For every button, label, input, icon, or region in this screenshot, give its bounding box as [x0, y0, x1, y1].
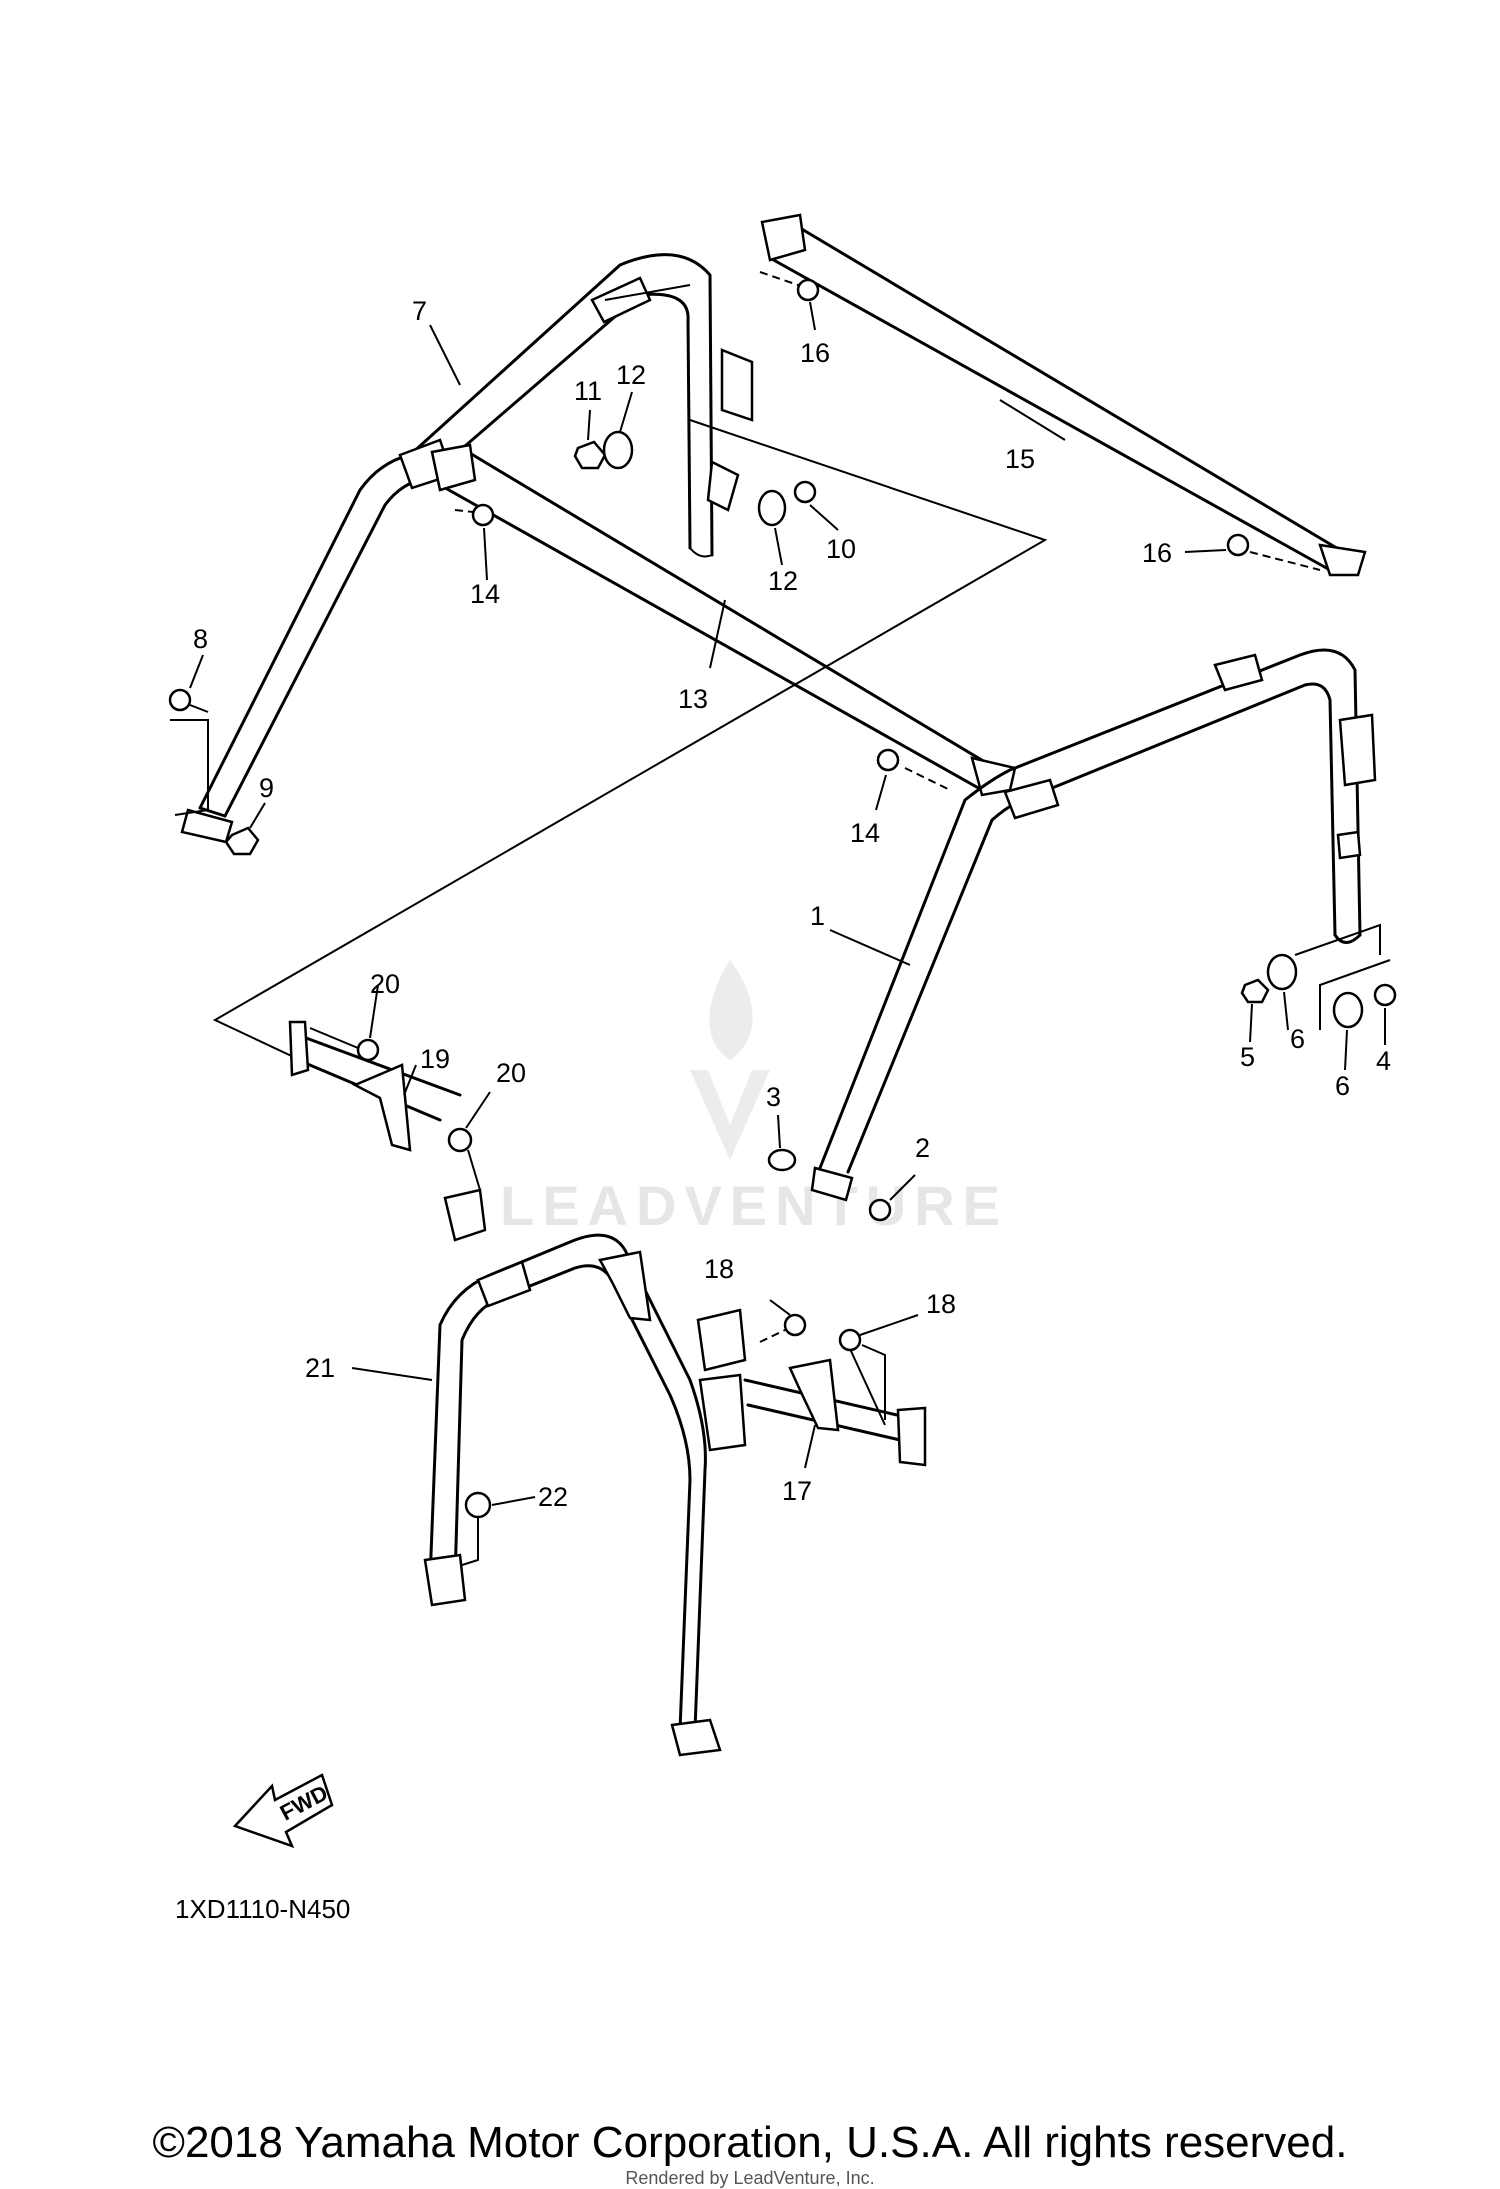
watermark-text: LEADVENTURE — [500, 1174, 1008, 1237]
bolt-14-icon — [471, 503, 495, 527]
bolt-16-icon — [796, 278, 820, 302]
side-rail-top — [760, 213, 1367, 577]
bracket-icon — [1336, 830, 1362, 860]
bracket-icon — [1213, 653, 1264, 692]
bracket-icon — [760, 213, 807, 262]
diagram-code: 1XD1110-N450 — [175, 1894, 350, 1924]
bracket-icon — [698, 1373, 747, 1452]
bracket-icon — [430, 443, 477, 492]
callout-12b: 12 — [768, 566, 798, 596]
callout-14a: 14 — [470, 579, 500, 609]
hardware — [168, 271, 1397, 1566]
gusset-icon — [788, 1358, 840, 1432]
bracket-icon — [670, 1718, 722, 1757]
washer-12-icon — [757, 489, 787, 527]
watermark: LEADVENTURE — [500, 960, 1008, 1237]
callout-15: 15 — [1005, 444, 1035, 474]
callout-16a: 16 — [800, 338, 830, 368]
callout-19: 19 — [420, 1044, 450, 1074]
gusset-icon — [598, 1250, 652, 1322]
copyright-notice: ©2018 Yamaha Motor Corporation, U.S.A. A… — [152, 2118, 1348, 2167]
callout-2: 2 — [915, 1133, 930, 1163]
bracket-icon — [443, 1188, 487, 1242]
bolt-18-icon — [783, 1313, 807, 1337]
callout-20a: 20 — [370, 969, 400, 999]
callout-7: 7 — [412, 296, 427, 326]
roll-bar-front — [423, 1233, 747, 1757]
watermark-flame-icon — [709, 960, 753, 1060]
bracket-icon — [288, 1020, 310, 1077]
bolt-10-icon — [793, 480, 817, 504]
bolt-20-icon — [447, 1127, 473, 1153]
callout-1: 1 — [810, 901, 825, 931]
callout-20b: 20 — [496, 1058, 526, 1088]
bolt-18-icon — [838, 1328, 862, 1352]
callout-3: 3 — [766, 1082, 781, 1112]
callout-12a: 12 — [616, 360, 646, 390]
roll-bar-rear-left — [180, 253, 754, 844]
bolt-4-icon — [1373, 983, 1397, 1007]
bracket-icon — [810, 1166, 854, 1202]
callout-22: 22 — [538, 1482, 568, 1512]
bracket-front-left — [288, 1020, 487, 1242]
callout-8: 8 — [193, 624, 208, 654]
nut-9-icon — [224, 826, 260, 856]
bolt-16-icon — [1226, 533, 1250, 557]
callout-13: 13 — [678, 684, 708, 714]
roll-bar-front-right — [810, 648, 1377, 1202]
callout-17: 17 — [782, 1476, 812, 1506]
callout-9: 9 — [259, 773, 274, 803]
callout-14b: 14 — [850, 818, 880, 848]
bolt-2-icon — [868, 1198, 892, 1222]
gusset-icon — [352, 1063, 412, 1152]
fwd-arrow-icon — [232, 1773, 334, 1849]
bracket-icon — [423, 1553, 467, 1607]
bracket-icon — [590, 276, 652, 324]
bolt-14-icon — [876, 748, 900, 772]
bracket-icon — [720, 348, 754, 422]
callout-16b: 16 — [1142, 538, 1172, 568]
assembly-outline — [212, 284, 1048, 1061]
bracket-icon — [696, 1308, 747, 1372]
fwd-arrow: FWD — [232, 1773, 334, 1849]
washer-12-icon — [602, 430, 634, 470]
callout-18a: 18 — [704, 1254, 734, 1284]
callout-4: 4 — [1376, 1046, 1391, 1076]
nut-5-icon — [1240, 978, 1270, 1004]
washer-3-icon — [767, 1148, 797, 1172]
washer-6-icon — [1332, 991, 1364, 1029]
callouts: 1 2 3 4 5 6 6 7 8 9 10 11 12 12 13 14 14… — [193, 296, 1391, 1512]
bracket-icon — [706, 460, 740, 512]
nut-11-icon — [573, 440, 607, 470]
bolt-22-icon — [464, 1491, 492, 1519]
callout-21: 21 — [305, 1353, 335, 1383]
bracket-icon — [1318, 543, 1367, 577]
callout-6a: 6 — [1290, 1024, 1305, 1054]
bolt-8-icon — [168, 688, 192, 712]
bracket-icon — [476, 1260, 532, 1308]
bolt-20-icon — [356, 1038, 380, 1062]
callout-5: 5 — [1240, 1042, 1255, 1072]
callout-10: 10 — [826, 534, 856, 564]
callout-11: 11 — [574, 376, 602, 406]
rendered-by-notice: Rendered by LeadVenture, Inc. — [625, 2168, 875, 2188]
watermark-v-icon — [690, 1070, 770, 1160]
bracket-icon — [1003, 778, 1060, 820]
bracket-icon — [1338, 713, 1377, 787]
bracket-front-right — [743, 1337, 927, 1467]
leader-lines — [189, 301, 1386, 1506]
callout-18b: 18 — [926, 1289, 956, 1319]
washer-6-icon — [1266, 953, 1298, 991]
cross-rail-middle — [430, 443, 1017, 797]
callout-6b: 6 — [1335, 1071, 1350, 1101]
bracket-icon — [896, 1406, 927, 1467]
